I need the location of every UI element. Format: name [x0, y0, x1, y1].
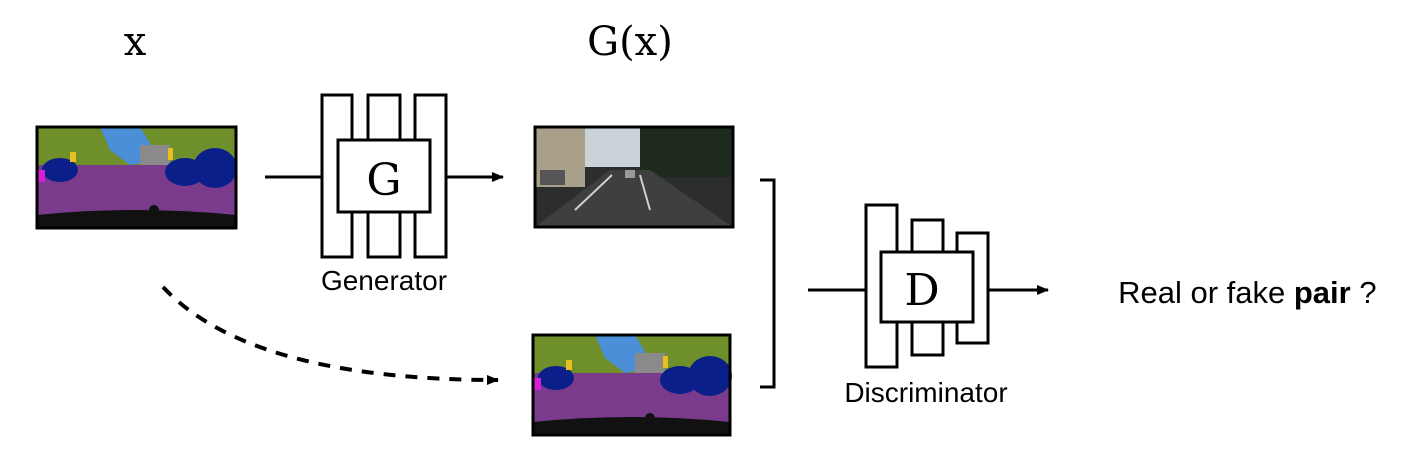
result-prefix: Real or fake — [1118, 275, 1294, 310]
generated-photo-image — [533, 125, 735, 229]
result-suffix: ? — [1351, 275, 1377, 310]
discriminator-letter: D — [904, 265, 939, 316]
input-copy-dashed-arrow — [161, 285, 499, 385]
discriminator-network — [864, 203, 990, 369]
generator-letter: G — [366, 155, 401, 206]
paired-segmentation-image — [531, 333, 732, 437]
input-segmentation-image — [35, 125, 238, 230]
pair-bracket — [760, 178, 776, 389]
input-label-x: x — [124, 19, 147, 65]
output-label-gx: G(x) — [587, 19, 673, 65]
result-text: Real or fake pair ? — [1075, 275, 1402, 310]
result-bold-pair: pair — [1294, 275, 1351, 310]
generator-caption: Generator — [321, 265, 447, 296]
discriminator-caption: Discriminator — [844, 377, 1007, 408]
